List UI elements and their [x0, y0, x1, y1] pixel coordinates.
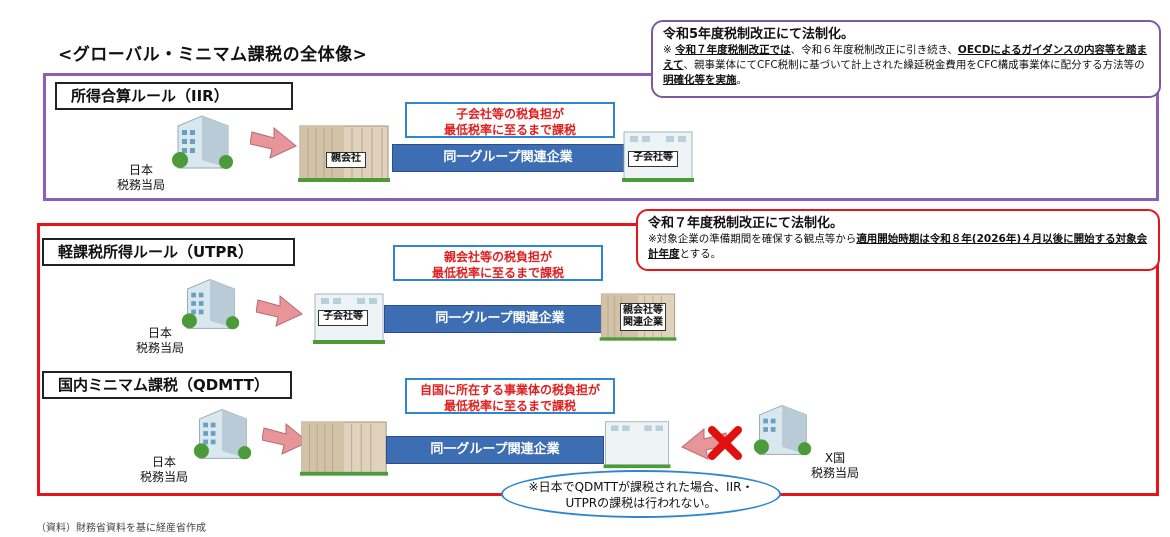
cross-mark-icon	[708, 426, 742, 460]
iir-note: 令和5年度税制改正にて法制化。 ※ 令和７年度税制改正では、令和６年度税制改正に…	[651, 20, 1161, 98]
foreign-tax-authority-label: X国税務当局	[810, 451, 859, 480]
company-building-icon	[603, 421, 671, 469]
utpr-note-head: 令和７年度税制改正にて法制化。	[648, 216, 844, 231]
japan-tax-authority-building-icon	[193, 409, 252, 460]
utpr-group-bar: 同一グループ関連企業	[384, 305, 616, 333]
japan-tax-authority-building-icon	[181, 279, 240, 330]
qdmtt-note-ellipse: ※日本でQDMTTが課税された場合、IIR・UTPRの課税は行われない。	[501, 470, 781, 518]
iir-callout: 子会社等の税負担が最低税率に至るまで課税	[405, 102, 615, 138]
utpr-callout: 親会社等の税負担が最低税率に至るまで課税	[393, 245, 603, 281]
iir-note-head: 令和5年度税制改正にて法制化。	[663, 27, 855, 42]
iir-note-body: ※ 令和７年度税制改正では、令和６年度税制改正に引き続き、OECDによるガイダン…	[663, 44, 1147, 86]
company-building-icon	[299, 421, 389, 476]
utpr-label: 軽課税所得ルール（UTPR）	[42, 238, 295, 266]
qdmtt-callout: 自国に所在する事業体の税負担が最低税率に至るまで課税	[405, 378, 615, 414]
arrow-right-icon	[256, 294, 303, 327]
arrow-right-icon	[262, 422, 309, 455]
iir-panel	[43, 73, 1159, 201]
foreign-tax-authority-building-icon	[753, 405, 812, 456]
subsidiary-tag: 子会社等	[628, 151, 678, 167]
page-title: <グローバル・ミニマム課税の全体像>	[58, 45, 368, 65]
iir-label: 所得合算ルール（IIR）	[55, 82, 293, 110]
parent-company-tag: 親会社等関連企業	[620, 303, 666, 331]
utpr-note-body: ※対象企業の準備期間を確保する観点等から適用開始時期は令和８年(2026年)４月…	[648, 233, 1148, 260]
arrow-right-icon	[250, 126, 297, 159]
iir-group-bar: 同一グループ関連企業	[392, 144, 624, 172]
japan-tax-authority-building-icon	[172, 115, 233, 169]
qdmtt-label: 国内ミニマム課税（QDMTT）	[42, 371, 292, 399]
source-note: （資料）財務省資料を基に経産省作成	[36, 523, 206, 534]
japan-tax-authority-label: 日本税務当局	[135, 326, 184, 355]
japan-tax-authority-label: 日本税務当局	[116, 163, 165, 192]
parent-company-tag: 親会社	[326, 152, 366, 168]
subsidiary-tag: 子会社等	[318, 310, 368, 326]
japan-tax-authority-label: 日本税務当局	[139, 455, 188, 484]
qdmtt-group-bar: 同一グループ関連企業	[386, 436, 604, 464]
parent-company-building-icon	[298, 125, 390, 182]
utpr-note: 令和７年度税制改正にて法制化。 ※対象企業の準備期間を確保する観点等から適用開始…	[636, 209, 1160, 271]
